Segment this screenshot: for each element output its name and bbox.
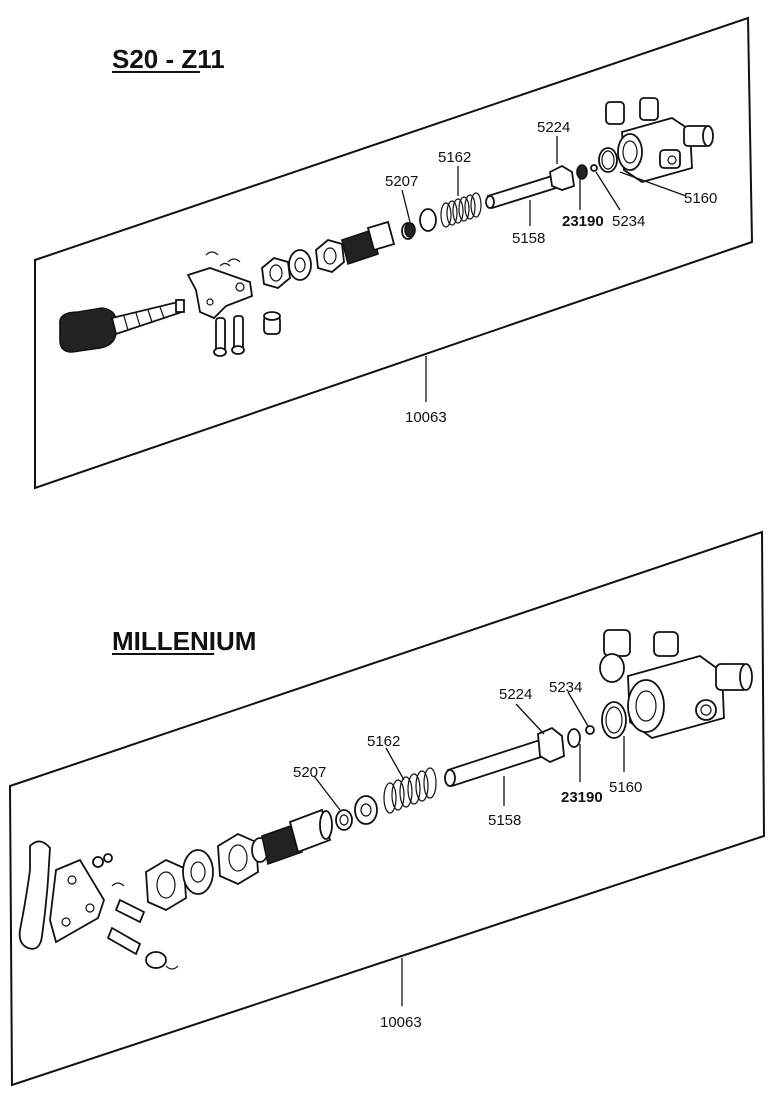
seal-23190 — [576, 164, 588, 180]
label-10063: 10063 — [380, 1014, 422, 1031]
label-5160: 5160 — [684, 190, 717, 207]
pins — [106, 882, 179, 970]
section-frame — [8, 530, 766, 1087]
leader-5224 — [515, 703, 545, 735]
label-23190: 23190 — [562, 213, 604, 230]
label-5158: 5158 — [512, 230, 545, 247]
label-5224: 5224 — [537, 119, 570, 136]
bushing — [263, 311, 281, 335]
label-5162: 5162 — [367, 733, 400, 750]
label-5224: 5224 — [499, 686, 532, 703]
leader-5207 — [313, 775, 341, 811]
section-s20-z11: S20 - Z11 — [34, 16, 754, 490]
label-5158: 5158 — [488, 812, 521, 829]
lever-handle — [18, 840, 113, 950]
label-5162: 5162 — [438, 149, 471, 166]
threaded-body — [251, 808, 333, 866]
label-5234: 5234 — [549, 679, 582, 696]
knob-handle — [59, 299, 185, 353]
section-title: S20 - Z11 — [112, 44, 225, 74]
spring-5162 — [383, 767, 437, 814]
leader-5160 — [619, 171, 687, 197]
leader-5234 — [595, 171, 621, 211]
label-5160: 5160 — [609, 779, 642, 796]
section-frame — [34, 16, 754, 490]
nut-washer-stack — [145, 832, 259, 912]
section-title: MILLENIUM — [112, 626, 256, 656]
ring-5234 — [590, 164, 598, 172]
nut-washer-stack — [261, 239, 345, 289]
seal-23190 — [567, 728, 581, 748]
leader-5207 — [401, 189, 411, 223]
label-10063: 10063 — [405, 409, 447, 426]
ring-5234 — [585, 725, 595, 735]
washer — [419, 208, 437, 232]
washer — [354, 795, 378, 825]
shaft-5158 — [444, 726, 565, 788]
leader-5162 — [385, 747, 405, 781]
label-5207: 5207 — [293, 764, 326, 781]
section-millenium: MILLENIUM — [8, 530, 766, 1087]
spring-5162 — [440, 192, 482, 228]
bracket-assembly — [186, 251, 253, 357]
leader-5234 — [567, 691, 589, 727]
label-5234: 5234 — [612, 213, 645, 230]
label-5207: 5207 — [385, 173, 418, 190]
valve-body — [599, 629, 753, 739]
label-23190: 23190 — [561, 789, 603, 806]
seal-ring-5207 — [404, 222, 416, 238]
seal-ring-5207 — [335, 809, 353, 831]
valve-body — [605, 97, 714, 183]
threaded-body — [341, 220, 415, 266]
shaft-5158 — [485, 164, 575, 210]
